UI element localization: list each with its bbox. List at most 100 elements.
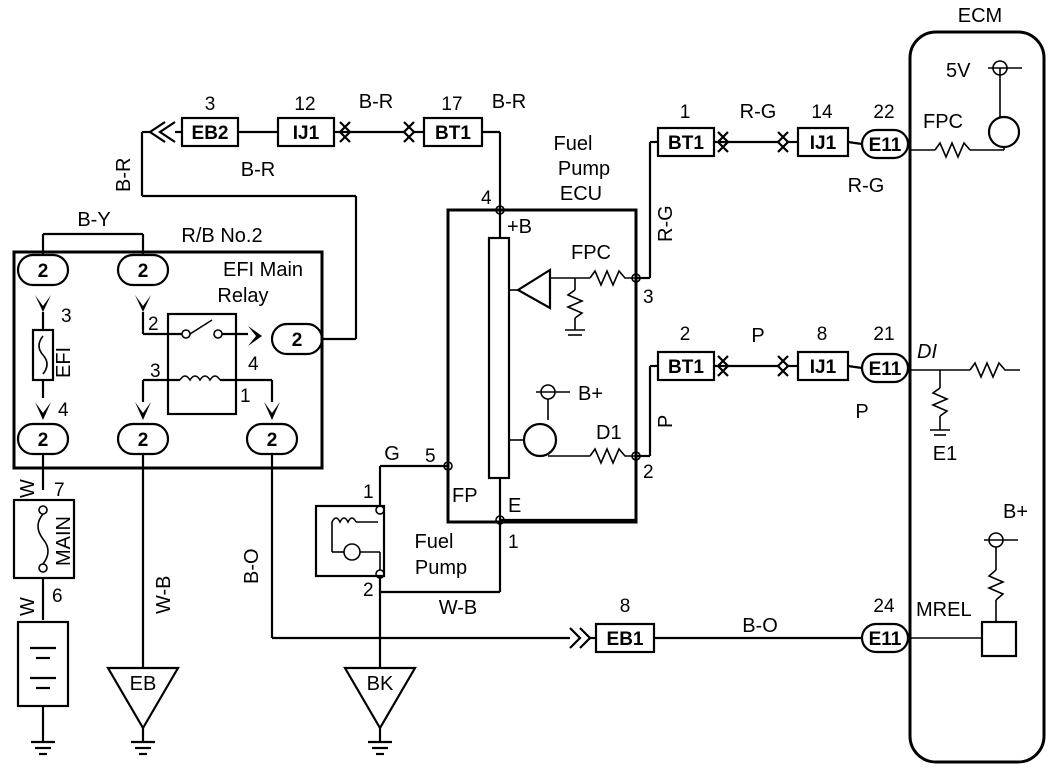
ecu-d1-label: D1 bbox=[596, 422, 622, 444]
svg-text:2: 2 bbox=[38, 430, 49, 451]
svg-text:12: 12 bbox=[294, 94, 315, 115]
svg-text:E11: E11 bbox=[869, 135, 902, 156]
wire-p-label-1: P bbox=[751, 325, 764, 347]
svg-text:8: 8 bbox=[817, 324, 828, 345]
ecu-e-label: E bbox=[508, 495, 521, 517]
svg-text:3: 3 bbox=[61, 306, 72, 327]
svg-text:EB2: EB2 bbox=[192, 123, 229, 144]
svg-text:8: 8 bbox=[620, 596, 631, 617]
svg-text:2: 2 bbox=[292, 330, 303, 351]
ecu-pin-5: 5 bbox=[425, 446, 436, 467]
wire-b-y-label: B-Y bbox=[77, 209, 110, 231]
main-fuse-label: MAIN bbox=[53, 516, 75, 566]
ground-eb-label: EB bbox=[130, 673, 157, 695]
wire-g-label: G bbox=[384, 443, 400, 465]
svg-text:14: 14 bbox=[811, 102, 833, 123]
fuel-pump: Fuel Pump 1 2 bbox=[314, 482, 467, 601]
ecm-e1-resistor bbox=[930, 387, 950, 417]
svg-text:IJ1: IJ1 bbox=[293, 123, 320, 144]
ecm-fpc-resistor bbox=[934, 140, 971, 160]
svg-text:2: 2 bbox=[138, 261, 149, 282]
svg-text:2: 2 bbox=[267, 430, 278, 451]
svg-text:1: 1 bbox=[240, 386, 251, 407]
svg-text:22: 22 bbox=[873, 102, 894, 123]
svg-text:E11: E11 bbox=[869, 629, 902, 650]
ecu-pin-3: 3 bbox=[643, 287, 654, 308]
svg-text:21: 21 bbox=[873, 324, 894, 345]
svg-text:7: 7 bbox=[54, 480, 65, 501]
ecu-title-1: Fuel bbox=[554, 133, 593, 155]
svg-text:4: 4 bbox=[58, 400, 69, 421]
fuel-pump-label-1: Fuel bbox=[415, 531, 454, 553]
ecm-b-plus-label: B+ bbox=[1003, 501, 1028, 523]
ecm-block: ECM 5V FPC DI E1 B+ MREL bbox=[908, 5, 1046, 764]
wire-b-r-label-vertical: B-R bbox=[113, 158, 135, 192]
ecu-pulldown-resistor bbox=[565, 289, 585, 319]
svg-text:EB1: EB1 bbox=[607, 629, 644, 650]
svg-text:2: 2 bbox=[363, 580, 374, 601]
main-fuse-and-battery: W 7 MAIN 6 W bbox=[12, 454, 76, 756]
ecm-mrel-driver-icon bbox=[980, 620, 1018, 658]
fuel-pump-ecu-block: Fuel Pump ECU +B FPC B+ D1 FP E 4 bbox=[425, 133, 654, 553]
wire-w-label-bottom: W bbox=[17, 597, 39, 616]
wire-p-label-2: P bbox=[855, 401, 868, 423]
ecu-plus-b-label: +B bbox=[507, 216, 532, 238]
ecm-fpc-label: FPC bbox=[923, 111, 963, 133]
relay-block: R/B No.2 EFI Main Relay 2 2 B-Y 3 EFI 4 … bbox=[12, 209, 324, 470]
ground-bk-icon bbox=[343, 666, 417, 731]
wire-r-g-label-1: R-G bbox=[740, 101, 777, 123]
svg-text:BT1: BT1 bbox=[668, 357, 704, 378]
fuel-pump-icon bbox=[314, 504, 386, 578]
ecm-e1-label: E1 bbox=[933, 443, 957, 465]
ecu-title-3: ECU bbox=[560, 183, 602, 205]
svg-text:BT1: BT1 bbox=[668, 133, 704, 154]
svg-text:IJ1: IJ1 bbox=[810, 133, 837, 154]
svg-text:1: 1 bbox=[680, 102, 691, 123]
ecu-title-2: Pump bbox=[558, 158, 610, 180]
svg-text:2: 2 bbox=[138, 430, 149, 451]
ecu-amplifier-icon bbox=[515, 268, 552, 310]
svg-text:2: 2 bbox=[38, 261, 49, 282]
svg-text:BT1: BT1 bbox=[435, 123, 471, 144]
ground-bk-label: BK bbox=[367, 673, 394, 695]
svg-text:3: 3 bbox=[205, 94, 216, 115]
svg-text:17: 17 bbox=[441, 94, 462, 115]
ecu-pin-2: 2 bbox=[643, 462, 654, 483]
wire-b-r-label-1: B-R bbox=[241, 159, 275, 181]
ecu-b-plus-label: B+ bbox=[578, 383, 603, 405]
ecu-fpc-label: FPC bbox=[571, 242, 611, 264]
svg-text:4: 4 bbox=[248, 354, 259, 375]
svg-text:3: 3 bbox=[150, 361, 161, 382]
efi-relay-label-2: Relay bbox=[217, 285, 268, 307]
wire-r-g-label-vertical: R-G bbox=[655, 205, 677, 242]
wire-b-o-label-1: B-O bbox=[241, 548, 263, 584]
wire-b-o-label-2: B-O bbox=[742, 615, 778, 637]
efi-fuse-label: EFI bbox=[53, 347, 75, 378]
ecm-mrel-resistor bbox=[986, 569, 1006, 601]
grounds: EB BK bbox=[106, 666, 417, 756]
battery-icon bbox=[16, 620, 70, 708]
ecu-pin-1: 1 bbox=[508, 532, 519, 553]
wire-p-label-vertical: P bbox=[655, 415, 677, 428]
wire-b-r-label-2: B-R bbox=[359, 91, 393, 113]
ecm-mrel-label: MREL bbox=[916, 599, 972, 621]
relay-block-title: R/B No.2 bbox=[181, 225, 262, 247]
ecm-di-resistor bbox=[969, 360, 1020, 380]
ground-eb-icon bbox=[106, 666, 180, 731]
relay-coil-icon bbox=[179, 375, 221, 382]
ecu-pin-4: 4 bbox=[481, 188, 492, 209]
svg-text:6: 6 bbox=[52, 586, 63, 607]
efi-main-relay-icon bbox=[166, 312, 238, 416]
wire-b-r-label-3: B-R bbox=[492, 91, 526, 113]
wire-w-label-top: W bbox=[17, 479, 39, 498]
ecu-fp-label: FP bbox=[452, 485, 478, 507]
svg-text:E11: E11 bbox=[869, 359, 902, 380]
efi-fuse-top-terminal bbox=[35, 295, 51, 312]
svg-text:24: 24 bbox=[873, 596, 895, 617]
wire-r-g-label-2: R-G bbox=[848, 175, 885, 197]
ecm-di-label: DI bbox=[917, 341, 937, 363]
efi-relay-label-1: EFI Main bbox=[223, 259, 303, 281]
ecu-d1-resistor bbox=[589, 446, 636, 466]
svg-text:IJ1: IJ1 bbox=[810, 357, 837, 378]
